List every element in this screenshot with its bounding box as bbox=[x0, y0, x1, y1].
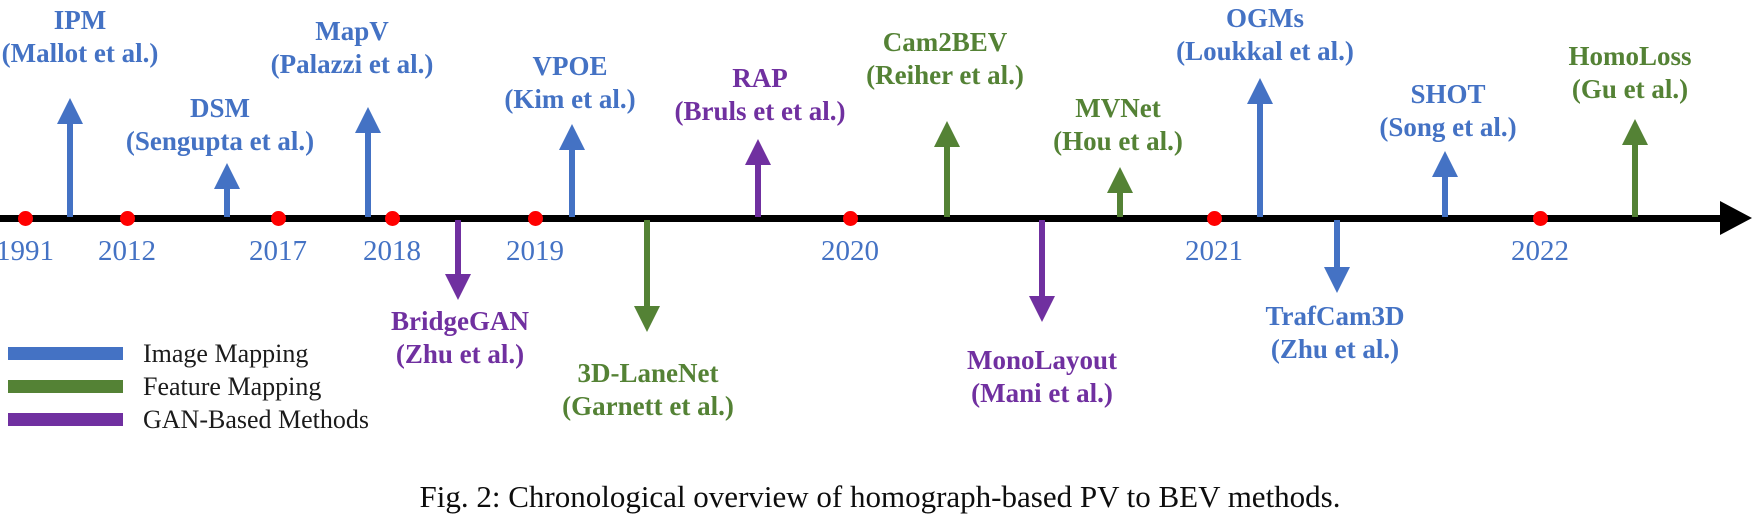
arrow-up-icon bbox=[1247, 78, 1273, 104]
year-marker bbox=[528, 211, 543, 226]
method-label: MVNet(Hou et al.) bbox=[1053, 92, 1183, 158]
method-label: IPM(Mallot et al.) bbox=[2, 4, 159, 70]
method-name: OGMs bbox=[1226, 3, 1304, 33]
year-marker bbox=[385, 211, 400, 226]
method-name: MonoLayout bbox=[966, 345, 1118, 375]
method-label: MonoLayout(Mani et al.) bbox=[967, 344, 1117, 410]
event-arrow-shaft bbox=[1257, 101, 1263, 217]
arrow-up-icon bbox=[1432, 151, 1458, 177]
method-name: VPOE bbox=[532, 51, 608, 81]
method-authors: (Garnett et al.) bbox=[562, 391, 734, 421]
method-label: SHOT(Song et al.) bbox=[1379, 78, 1516, 144]
method-authors: (Zhu et al.) bbox=[395, 339, 525, 369]
year-label: 2022 bbox=[1511, 235, 1569, 267]
year-label: 2018 bbox=[363, 235, 421, 267]
arrow-up-icon bbox=[1622, 119, 1648, 145]
method-authors: (Mani et al.) bbox=[971, 378, 1113, 408]
method-label: DSM(Sengupta et al.) bbox=[126, 92, 314, 158]
legend-swatch-gan_based bbox=[8, 413, 123, 426]
event-arrow-shaft bbox=[1632, 142, 1638, 217]
year-label: 2019 bbox=[506, 235, 564, 267]
year-marker bbox=[18, 211, 33, 226]
method-authors: (Gu et al.) bbox=[1571, 74, 1689, 104]
legend-swatch-image_mapping bbox=[8, 347, 123, 360]
legend-item: GAN-Based Methods bbox=[8, 403, 369, 436]
method-label: TrafCam3D(Zhu et al.) bbox=[1266, 300, 1405, 366]
arrow-down-icon bbox=[445, 274, 471, 300]
arrow-up-icon bbox=[57, 98, 83, 124]
method-label: RAP(Bruls et et al.) bbox=[675, 62, 846, 128]
arrow-up-icon bbox=[934, 121, 960, 147]
method-authors: (Sengupta et al.) bbox=[125, 126, 315, 156]
method-name: IPM bbox=[53, 5, 107, 35]
event-arrow-shaft bbox=[1117, 190, 1123, 217]
arrow-up-icon bbox=[214, 163, 240, 189]
event-arrow-shaft bbox=[365, 130, 371, 217]
method-name: DSM bbox=[190, 93, 250, 123]
method-authors: (Hou et al.) bbox=[1053, 126, 1183, 156]
event-arrow-shaft bbox=[455, 220, 461, 277]
event-arrow-shaft bbox=[224, 186, 230, 217]
method-authors: (Loukkal et al.) bbox=[1176, 36, 1354, 66]
method-label: BridgeGAN(Zhu et al.) bbox=[391, 305, 529, 371]
event-arrow-shaft bbox=[644, 220, 650, 309]
method-name: Cam2BEV bbox=[882, 27, 1008, 57]
method-label: VPOE(Kim et al.) bbox=[504, 50, 635, 116]
legend-item: Image Mapping bbox=[8, 337, 369, 370]
event-arrow-shaft bbox=[67, 121, 73, 217]
legend-label: GAN-Based Methods bbox=[143, 404, 370, 434]
method-label: OGMs(Loukkal et al.) bbox=[1176, 2, 1354, 68]
year-label: 2012 bbox=[98, 235, 156, 267]
method-name: HomoLoss bbox=[1568, 41, 1692, 71]
method-authors: (Song et al.) bbox=[1379, 112, 1517, 142]
event-arrow-shaft bbox=[1039, 220, 1045, 299]
year-marker bbox=[1533, 211, 1548, 226]
method-label: 3D-LaneNet(Garnett et al.) bbox=[562, 357, 734, 423]
method-name: MapV bbox=[315, 16, 389, 46]
arrow-up-icon bbox=[355, 107, 381, 133]
method-authors: (Reiher et al.) bbox=[866, 60, 1024, 90]
method-name: MVNet bbox=[1075, 93, 1161, 123]
arrow-down-icon bbox=[1324, 267, 1350, 293]
arrow-up-icon bbox=[1107, 167, 1133, 193]
legend-swatch-feature_mapping bbox=[8, 380, 123, 393]
method-name: SHOT bbox=[1410, 79, 1486, 109]
legend-label: Image Mapping bbox=[143, 338, 309, 368]
year-label: 2021 bbox=[1185, 235, 1243, 267]
year-label: 2020 bbox=[821, 235, 879, 267]
event-arrow-shaft bbox=[944, 144, 950, 217]
arrow-up-icon bbox=[745, 139, 771, 165]
legend-label: Feature Mapping bbox=[143, 371, 322, 401]
timeline-axis bbox=[0, 215, 1724, 222]
event-arrow-shaft bbox=[1442, 174, 1448, 217]
event-arrow-shaft bbox=[1334, 220, 1340, 270]
legend-item: Feature Mapping bbox=[8, 370, 369, 403]
arrow-up-icon bbox=[559, 124, 585, 150]
method-label: Cam2BEV(Reiher et al.) bbox=[866, 26, 1024, 92]
method-authors: (Zhu et al.) bbox=[1270, 334, 1400, 364]
year-marker bbox=[843, 211, 858, 226]
arrow-down-icon bbox=[1029, 296, 1055, 322]
year-marker bbox=[271, 211, 286, 226]
event-arrow-shaft bbox=[755, 162, 761, 217]
figure-caption: Fig. 2: Chronological overview of homogr… bbox=[419, 479, 1341, 514]
method-authors: (Mallot et al.) bbox=[1, 38, 159, 68]
year-label: 2017 bbox=[249, 235, 307, 267]
arrow-down-icon bbox=[634, 306, 660, 332]
method-name: TrafCam3D bbox=[1265, 301, 1405, 331]
method-label: MapV(Palazzi et al.) bbox=[271, 15, 434, 81]
method-label: HomoLoss(Gu et al.) bbox=[1568, 40, 1691, 106]
event-arrow-shaft bbox=[569, 147, 575, 217]
method-authors: (Palazzi et al.) bbox=[270, 49, 434, 79]
method-name: RAP bbox=[732, 63, 788, 93]
method-authors: (Kim et al.) bbox=[504, 84, 636, 114]
year-marker bbox=[1207, 211, 1222, 226]
method-name: BridgeGAN bbox=[391, 306, 529, 336]
timeline-arrowhead-icon bbox=[1720, 201, 1752, 235]
method-name: 3D-LaneNet bbox=[577, 358, 719, 388]
year-label: 1991 bbox=[0, 235, 54, 267]
method-authors: (Bruls et et al.) bbox=[674, 96, 846, 126]
year-marker bbox=[120, 211, 135, 226]
